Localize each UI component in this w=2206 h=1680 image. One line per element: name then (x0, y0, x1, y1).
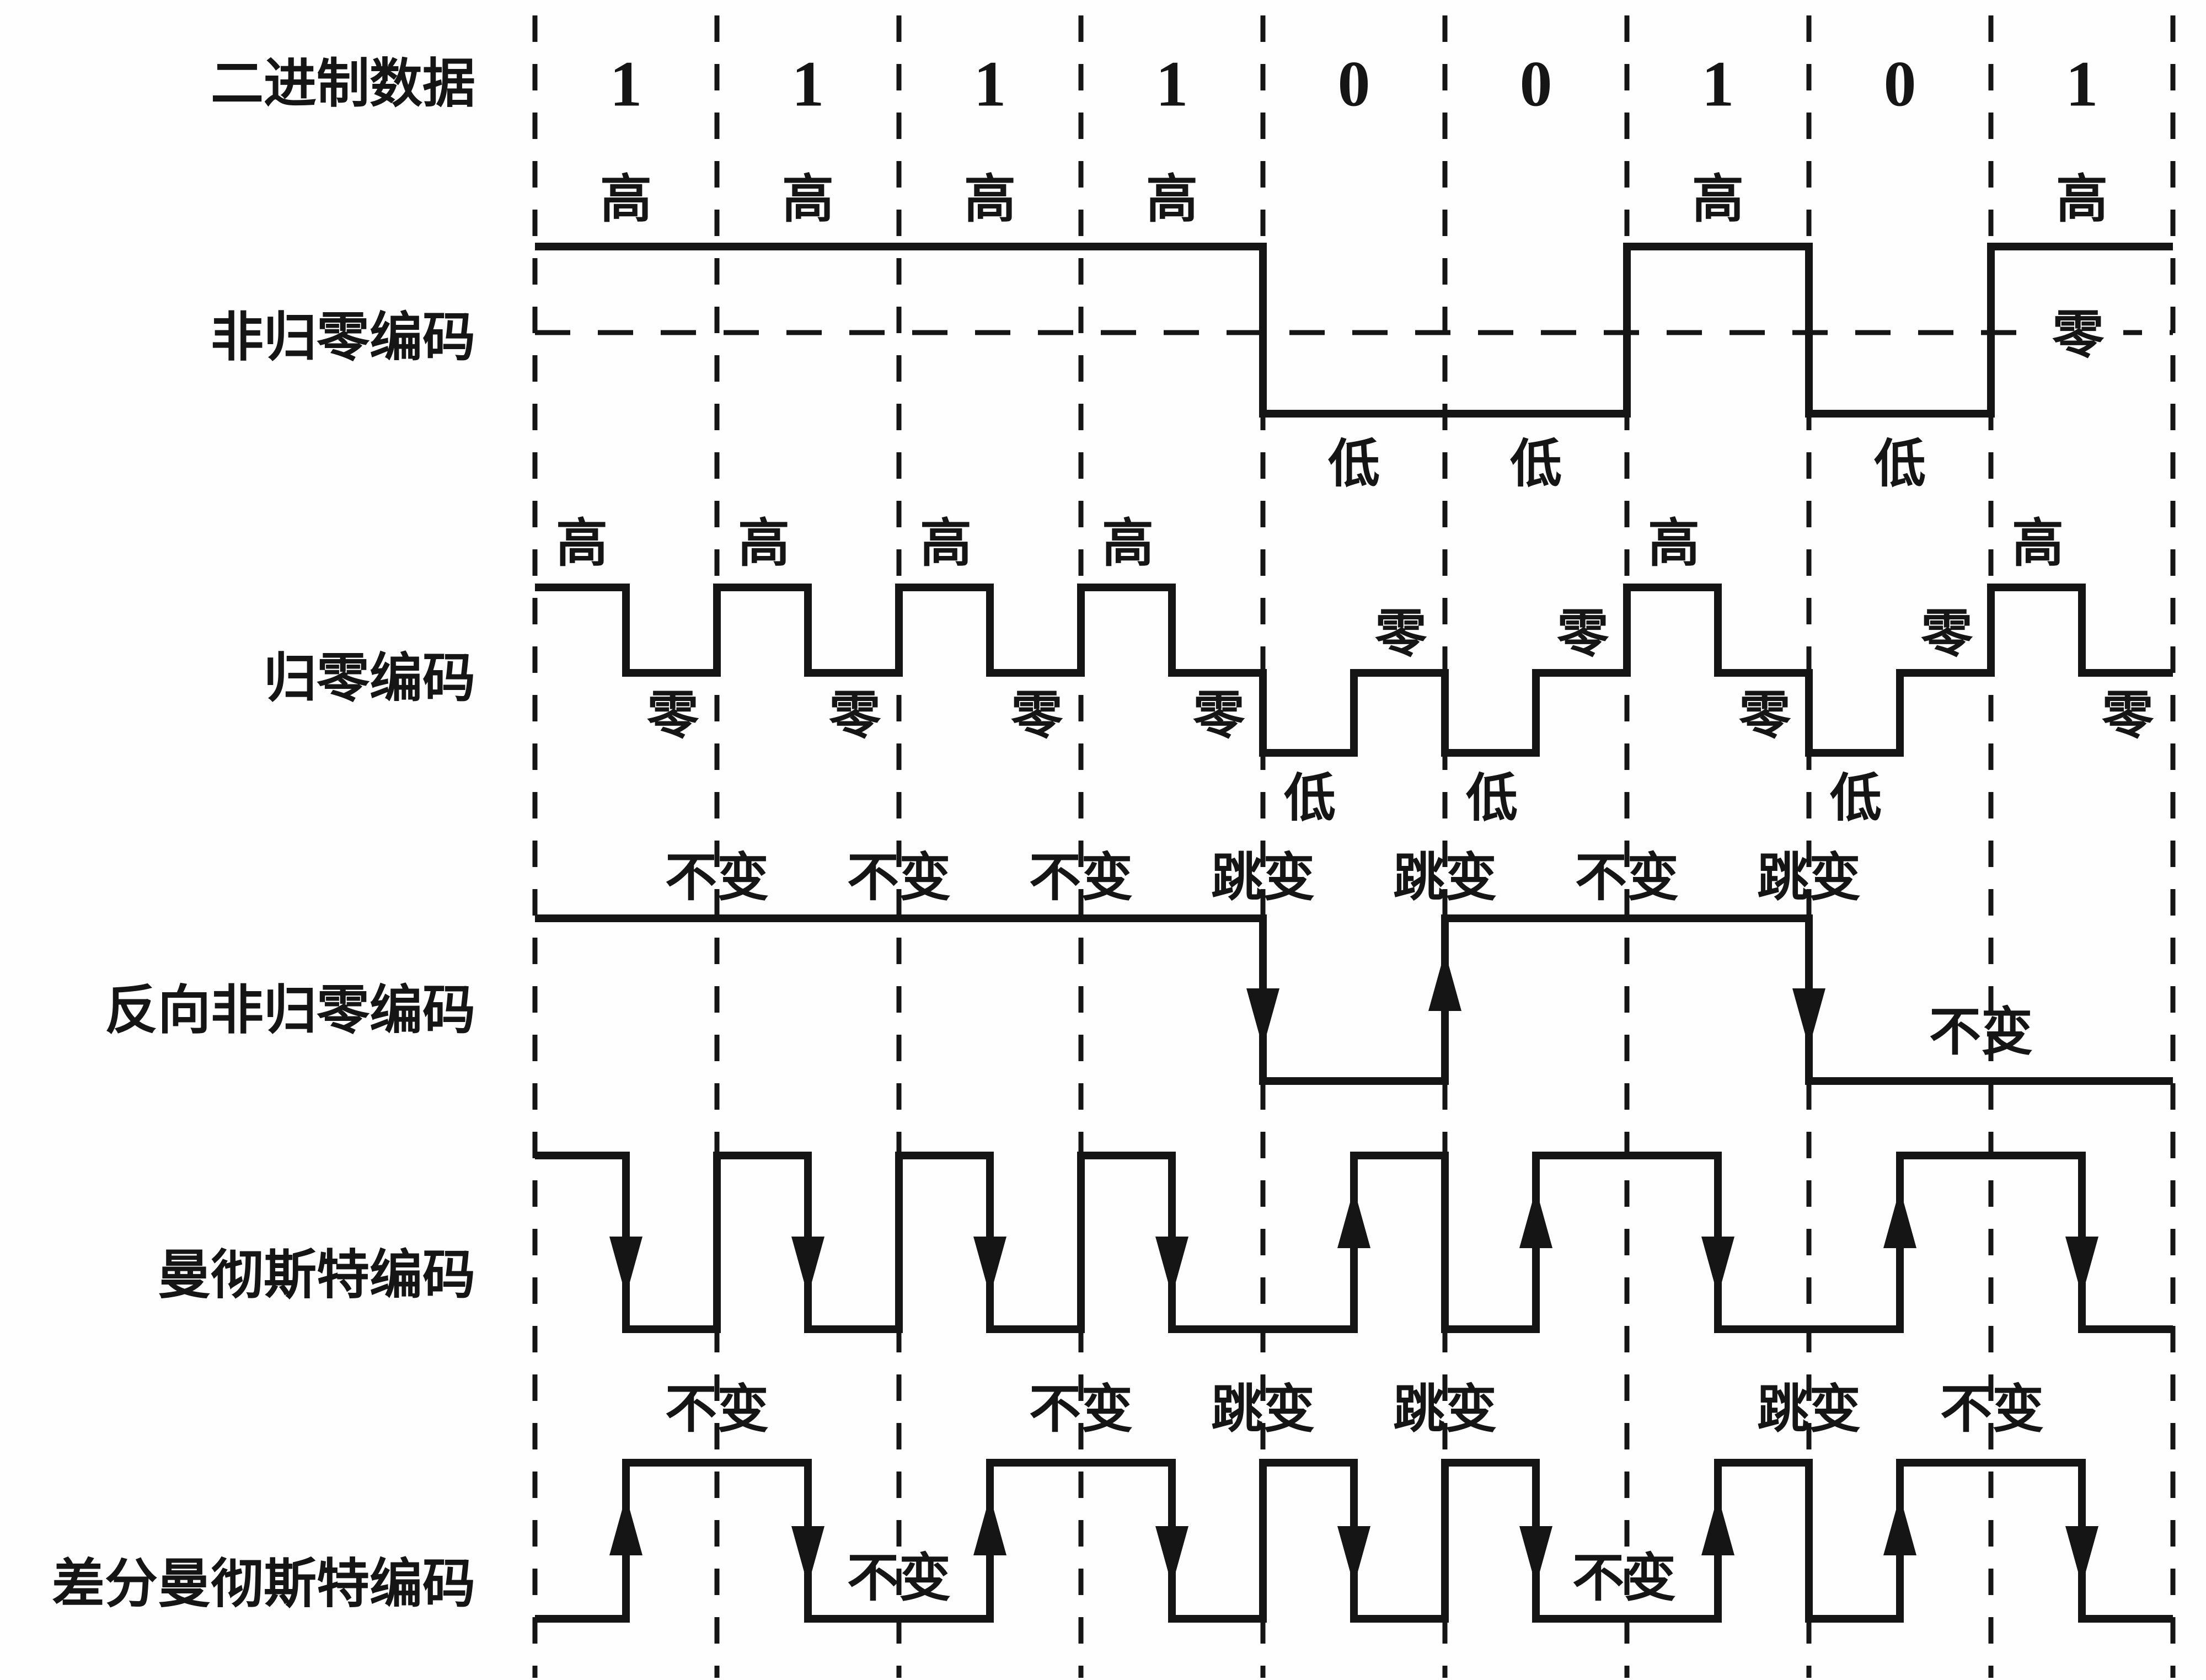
bit-value: 1 (2066, 48, 2098, 120)
rz-waveform (535, 584, 2173, 757)
diff-manchester-annotation: 不变 (1940, 1381, 2044, 1438)
diff-manchester-up-arrow (609, 1496, 642, 1555)
diff-manchester-down-arrow (2065, 1526, 2098, 1586)
nrzi-waveform (535, 914, 2173, 1085)
nrzi-annotation: 跳变 (1393, 849, 1497, 907)
diff-manchester-annotation: 不变 (1029, 1381, 1133, 1438)
nrzi-down-arrow (1792, 988, 1825, 1048)
manchester-up-arrow (1337, 1189, 1370, 1248)
diff-manchester-annotation: 不变 (1572, 1550, 1676, 1607)
manchester-up-arrow (1519, 1189, 1552, 1248)
diff-manchester-up-arrow (973, 1496, 1006, 1555)
diff-manchester-down-arrow (1155, 1526, 1188, 1586)
nrz-annotation: 高 (782, 171, 834, 228)
diff-manchester-down-arrow (1337, 1526, 1370, 1586)
rz-annotation: 低 (1466, 770, 1518, 827)
diff-manchester-annotation: 跳变 (1757, 1381, 1861, 1438)
bit-value: 1 (974, 48, 1006, 120)
diff-manchester-annotation: 跳变 (1393, 1381, 1497, 1438)
nrz-annotation: 高 (2056, 171, 2108, 228)
rz-annotation: 零 (1739, 687, 1791, 745)
nrz-annotation: 低 (1328, 436, 1380, 493)
rz-annotation: 零 (1375, 606, 1427, 663)
nrzi-down-arrow (1246, 988, 1279, 1048)
row-label-binary-data: 二进制数据 (211, 55, 475, 114)
bit-value: 1 (1156, 48, 1188, 120)
nrzi-annotation: 不变 (665, 849, 769, 907)
rz-annotation: 高 (2012, 515, 2064, 573)
bit-value: 0 (1338, 48, 1370, 120)
nrzi-annotation: 跳变 (1211, 849, 1315, 907)
rz-annotation: 零 (1921, 606, 1973, 663)
rz-annotation: 低 (1284, 770, 1336, 827)
diff-manchester-down-arrow (1519, 1526, 1552, 1586)
manchester-down-arrow (2065, 1237, 2098, 1296)
nrz-annotation: 高 (964, 171, 1016, 228)
manchester-down-arrow (791, 1237, 824, 1296)
diff-manchester-waveform (535, 1459, 2173, 1623)
nrz-annotation: 高 (1146, 171, 1198, 228)
bit-value: 1 (610, 48, 642, 120)
rz-annotation: 高 (738, 515, 790, 573)
diff-manchester-down-arrow (791, 1526, 824, 1586)
nrz-waveform (535, 243, 2173, 418)
row-label-diff-manchester: 差分曼彻斯特编码 (52, 1555, 475, 1614)
nrz-zero-label-backing (2033, 303, 2123, 367)
rz-annotation: 零 (647, 687, 699, 745)
nrz-annotation: 低 (1510, 436, 1562, 493)
nrz-zero-level-label: 零 (2052, 307, 2105, 364)
row-label-nrz: 非归零编码 (211, 308, 475, 367)
diff-manchester-annotation: 不变 (665, 1381, 769, 1438)
nrzi-annotation: 不变 (1029, 849, 1133, 907)
nrzi-annotation: 跳变 (1757, 849, 1861, 907)
nrzi-up-arrow (1428, 951, 1461, 1011)
bit-value: 1 (792, 48, 824, 120)
rz-annotation: 低 (1830, 770, 1882, 827)
manchester-down-arrow (609, 1237, 642, 1296)
rz-annotation: 零 (1557, 606, 1609, 663)
rz-annotation: 高 (556, 515, 608, 573)
nrz-annotation: 高 (1692, 171, 1744, 228)
manchester-down-arrow (973, 1237, 1006, 1296)
diff-manchester-up-arrow (1701, 1496, 1734, 1555)
nrz-annotation: 低 (1874, 436, 1926, 493)
diff-manchester-annotation: 不变 (847, 1550, 951, 1607)
nrzi-annotation: 不变 (1575, 849, 1679, 907)
rz-annotation: 零 (2102, 687, 2154, 745)
bit-value: 0 (1884, 48, 1916, 120)
nrzi-annotation: 不变 (1929, 1004, 2033, 1061)
nrz-annotation: 高 (600, 171, 652, 228)
bit-value: 0 (1520, 48, 1552, 120)
diff-manchester-annotation: 跳变 (1211, 1381, 1315, 1438)
bit-value: 1 (1702, 48, 1734, 120)
rz-annotation: 高 (1648, 515, 1700, 573)
row-label-nrzi: 反向非归零编码 (105, 981, 475, 1040)
row-label-manchester: 曼彻斯特编码 (158, 1246, 475, 1305)
rz-annotation: 高 (1102, 515, 1154, 573)
diff-manchester-up-arrow (1883, 1496, 1916, 1555)
manchester-down-arrow (1155, 1237, 1188, 1296)
rz-annotation: 零 (1011, 687, 1063, 745)
manchester-down-arrow (1701, 1237, 1734, 1296)
manchester-up-arrow (1883, 1189, 1916, 1248)
rz-annotation: 高 (920, 515, 972, 573)
rz-annotation: 零 (829, 687, 881, 745)
row-label-rz: 归零编码 (264, 649, 475, 708)
rz-annotation: 零 (1193, 687, 1245, 745)
nrzi-annotation: 不变 (847, 849, 951, 907)
